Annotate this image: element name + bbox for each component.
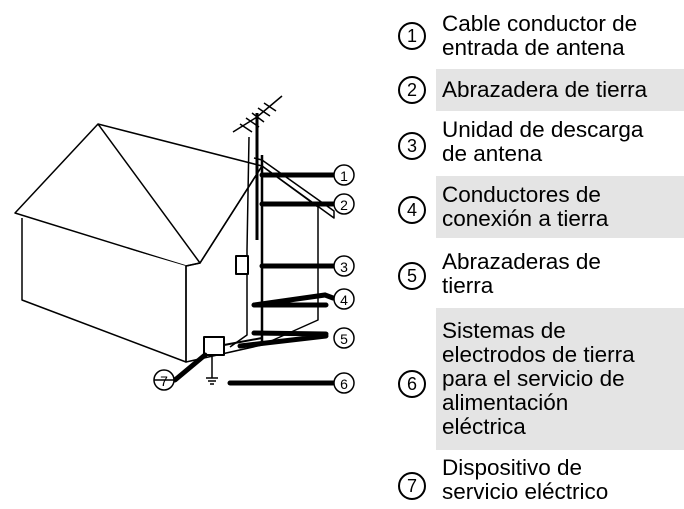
lead-in-wire: [229, 136, 250, 348]
callout-circle-2: [333, 193, 355, 215]
callout-circle-5: [333, 327, 355, 349]
legend-item-1: 1 Cable conductor de entrada de antena: [398, 8, 684, 64]
callout-circle-4: [333, 288, 355, 310]
legend-number: 5: [398, 262, 426, 290]
callout-num-3: 3: [340, 259, 348, 275]
legend-item-4: 4 Conductores de conexión a tierra: [398, 176, 684, 238]
callout-num-2: 2: [340, 197, 348, 213]
callout-circle-1: [333, 164, 355, 186]
callout-num-4: 4: [340, 292, 348, 308]
legend-label: Abrazaderas de tierra: [442, 249, 601, 298]
callout-num-5: 5: [340, 331, 348, 347]
ground-electrode: [206, 355, 218, 385]
callout-line-4: [251, 292, 336, 308]
legend-number: 3: [398, 132, 426, 160]
house-roof: [97, 123, 335, 219]
legend-number: 1: [398, 22, 426, 50]
legend-item-2: 2 Abrazadera de tierra: [398, 69, 684, 111]
callout-num-1: 1: [340, 168, 348, 184]
legend-label: Conductores de conexión a tierra: [442, 182, 609, 231]
legend-label: Unidad de descarga de antena: [442, 117, 644, 166]
legend-number: 7: [398, 472, 426, 500]
legend-number: 2: [398, 76, 426, 104]
discharge-unit: [235, 255, 249, 275]
callout-line-7: [172, 352, 208, 383]
callout-num-6: 6: [340, 376, 348, 392]
legend-label: Dispositivo de servicio eléctrico: [442, 455, 609, 504]
service-box: [203, 336, 225, 356]
legend-item-5: 5 Abrazaderas de tierra: [398, 246, 684, 302]
callout-circle-3: [333, 255, 355, 277]
legend-number: 4: [398, 196, 426, 224]
callout-line-5: [237, 330, 329, 349]
callout-num-7: 7: [160, 373, 168, 389]
antenna: [232, 95, 283, 133]
legend-number: 6: [398, 370, 426, 398]
legend-label: Abrazadera de tierra: [442, 77, 648, 102]
legend-item-7: 7 Dispositivo de servicio eléctrico: [398, 452, 684, 508]
legend-item-6: 6 Sistemas de electrodos de tierra para …: [398, 308, 684, 450]
callout-circle-6: [333, 372, 355, 394]
legend-label: Sistemas de electrodos de tierra para el…: [442, 318, 635, 439]
legend-item-3: 3 Unidad de descarga de antena: [398, 114, 684, 170]
grounding-diagram: 1 2 3 4 5 6 7: [14, 95, 355, 394]
legend-label: Cable conductor de entrada de antena: [442, 11, 638, 60]
